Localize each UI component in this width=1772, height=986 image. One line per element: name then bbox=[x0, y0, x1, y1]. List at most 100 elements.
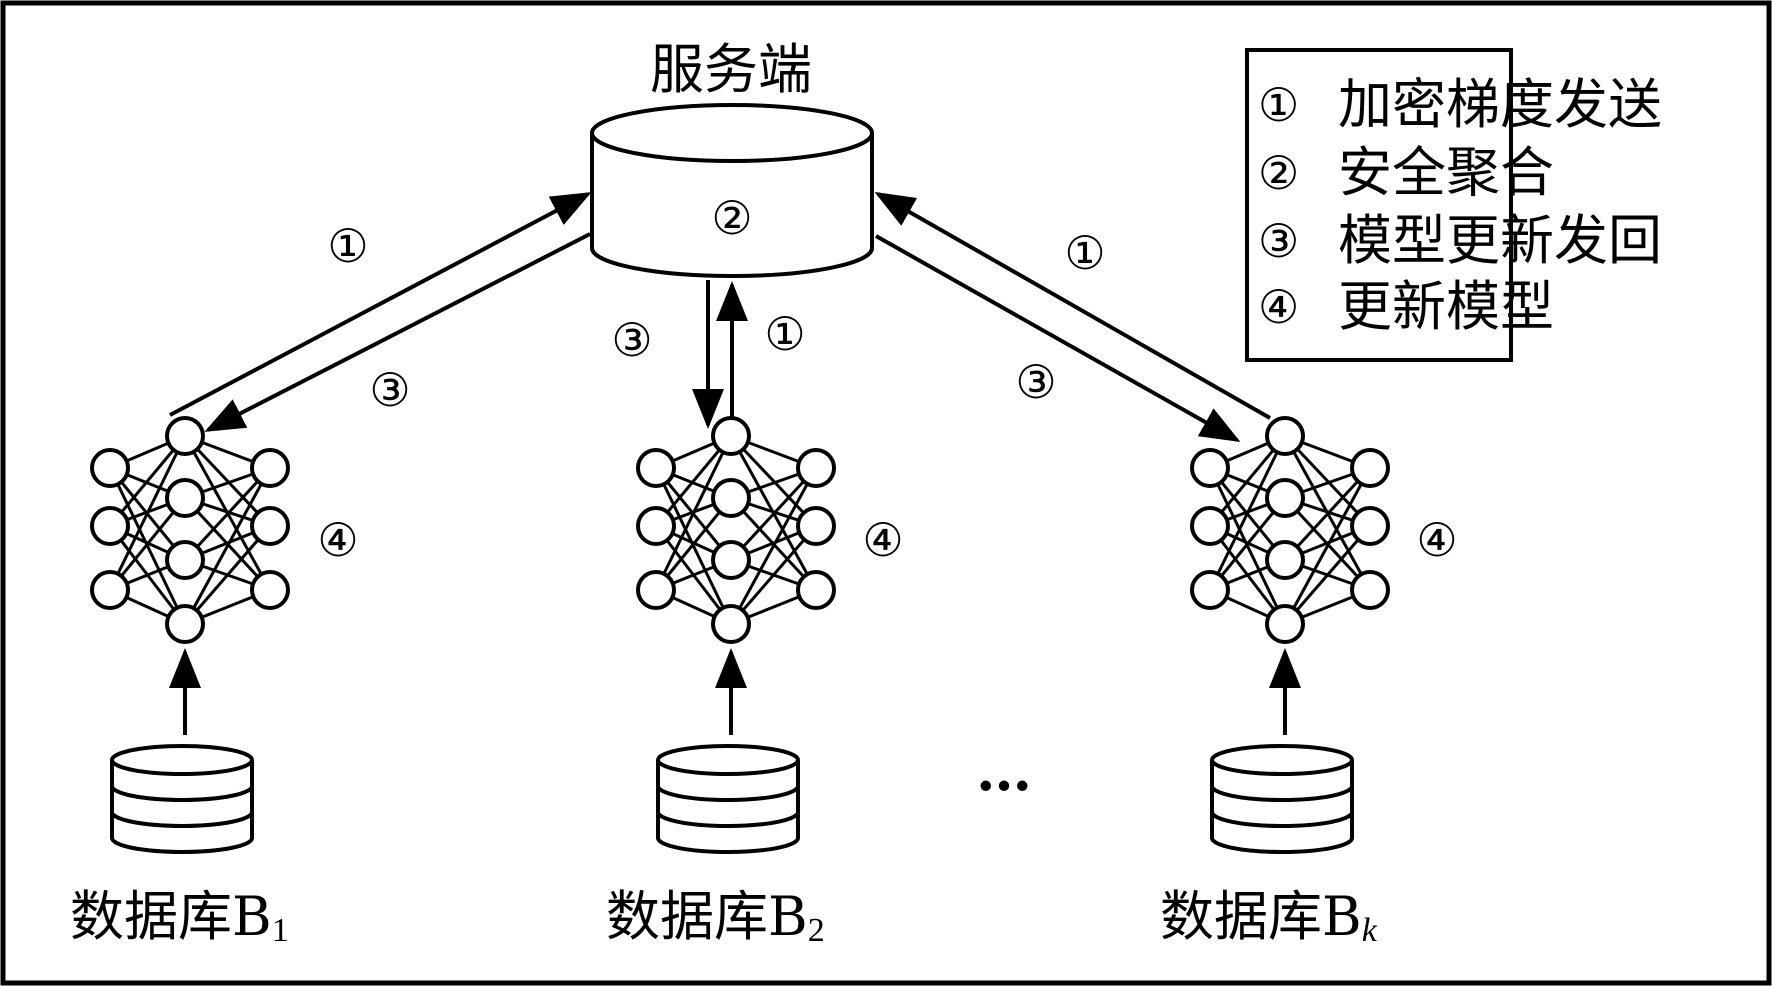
network-edge bbox=[183, 525, 272, 625]
network-node bbox=[796, 570, 836, 610]
legend-item-number: ③ bbox=[1258, 214, 1299, 268]
client-2-update-step: ④ bbox=[862, 513, 903, 567]
legend-item-number: ② bbox=[1258, 146, 1299, 200]
network-node bbox=[1350, 448, 1390, 488]
network-node bbox=[711, 604, 751, 644]
database-ring bbox=[656, 785, 800, 802]
legend-item-text: 更新模型 bbox=[1338, 275, 1554, 338]
network-edge bbox=[108, 435, 187, 591]
server-cylinder-icon bbox=[590, 103, 874, 278]
network-edge bbox=[183, 466, 272, 562]
network-node bbox=[796, 448, 836, 488]
client-3-update-step: ④ bbox=[1416, 513, 1457, 567]
connections bbox=[169, 192, 1271, 442]
network-node bbox=[711, 540, 751, 580]
client-3-return-step: ③ bbox=[1015, 355, 1056, 409]
database-icon bbox=[656, 744, 800, 854]
client-3-db-label: 数据库Bk bbox=[1160, 885, 1378, 949]
network-node bbox=[165, 416, 205, 456]
network-node bbox=[90, 570, 130, 610]
legend: ① 加密梯度发送 ② 安全聚合 ③ 模型更新发回 ④ 更新模型 bbox=[1245, 48, 1662, 362]
network-edge bbox=[183, 467, 272, 625]
database-ring bbox=[110, 785, 254, 802]
server-label: 服务端 bbox=[650, 38, 812, 101]
database-ring bbox=[656, 811, 800, 828]
network-node bbox=[90, 448, 130, 488]
client-2-send-step: ① bbox=[764, 307, 805, 361]
legend-item-text: 安全聚合 bbox=[1338, 141, 1554, 204]
network-edge bbox=[729, 434, 818, 528]
legend-item-3: ③ 模型更新发回 bbox=[1258, 209, 1662, 272]
network-edge bbox=[729, 467, 818, 625]
network-edge bbox=[1283, 467, 1372, 625]
network-node bbox=[1265, 604, 1305, 644]
client-3-return-arrow bbox=[875, 234, 1241, 442]
network-edge bbox=[183, 434, 272, 528]
client-1-send-arrow bbox=[169, 192, 592, 417]
client-3 bbox=[1190, 416, 1390, 854]
network-edge bbox=[729, 466, 818, 562]
database-ring bbox=[110, 811, 254, 828]
clients bbox=[90, 416, 1390, 854]
legend-item-4: ④ 更新模型 bbox=[1258, 275, 1554, 338]
neural-network-icon bbox=[636, 416, 836, 644]
network-node bbox=[250, 448, 290, 488]
legend-item-text: 模型更新发回 bbox=[1338, 209, 1662, 272]
network-node bbox=[1265, 478, 1305, 518]
network-node bbox=[1265, 540, 1305, 580]
network-edges bbox=[108, 434, 272, 626]
database-icon bbox=[110, 744, 254, 854]
network-node bbox=[636, 570, 676, 610]
network-node bbox=[1350, 570, 1390, 610]
legend-item-number: ① bbox=[1258, 78, 1299, 132]
network-edges bbox=[654, 434, 818, 626]
database-ring bbox=[1210, 811, 1354, 828]
neural-network-icon bbox=[90, 416, 290, 644]
network-edges bbox=[1208, 434, 1372, 626]
network-node bbox=[636, 506, 676, 546]
client-1 bbox=[90, 416, 290, 854]
database-body bbox=[110, 760, 254, 854]
network-node bbox=[1190, 570, 1230, 610]
legend-item-1: ① 加密梯度发送 bbox=[1258, 73, 1662, 136]
database-body bbox=[1210, 760, 1354, 854]
database-top bbox=[656, 744, 800, 776]
network-edge bbox=[729, 525, 818, 625]
network-node bbox=[711, 478, 751, 518]
network-edge bbox=[654, 435, 733, 591]
client-3-send-step: ① bbox=[1064, 226, 1105, 280]
client-3-send-arrow bbox=[874, 192, 1271, 420]
client-1-return-step: ③ bbox=[369, 363, 410, 417]
network-node bbox=[165, 478, 205, 518]
client-1-update-step: ④ bbox=[317, 513, 358, 567]
neural-network-icon bbox=[1190, 416, 1390, 644]
network-node bbox=[1350, 506, 1390, 546]
client-1-db-label: 数据库B1 bbox=[70, 885, 289, 949]
server: 服务端 ② bbox=[590, 38, 874, 278]
ellipsis: … bbox=[976, 738, 1032, 804]
network-edge bbox=[1283, 434, 1372, 528]
legend-item-text: 加密梯度发送 bbox=[1338, 73, 1662, 136]
network-node bbox=[1190, 448, 1230, 488]
database-top bbox=[1210, 744, 1354, 776]
network-node bbox=[1265, 416, 1305, 456]
database-body bbox=[656, 760, 800, 854]
database-ring bbox=[1210, 785, 1354, 802]
network-node bbox=[250, 506, 290, 546]
network-node bbox=[796, 506, 836, 546]
server-step: ② bbox=[711, 191, 752, 245]
client-2-db-label: 数据库B2 bbox=[606, 885, 825, 949]
database-icon bbox=[1210, 744, 1354, 854]
client-1-return-arrow bbox=[204, 232, 591, 432]
client-1-send-step: ① bbox=[327, 219, 368, 273]
client-2 bbox=[636, 416, 836, 854]
network-node bbox=[636, 448, 676, 488]
network-node bbox=[165, 604, 205, 644]
network-node bbox=[711, 416, 751, 456]
network-edge bbox=[1208, 435, 1287, 591]
network-edge bbox=[1283, 466, 1372, 562]
legend-item-2: ② 安全聚合 bbox=[1258, 141, 1554, 204]
client-2-return-step: ③ bbox=[611, 313, 652, 367]
network-node bbox=[250, 570, 290, 610]
